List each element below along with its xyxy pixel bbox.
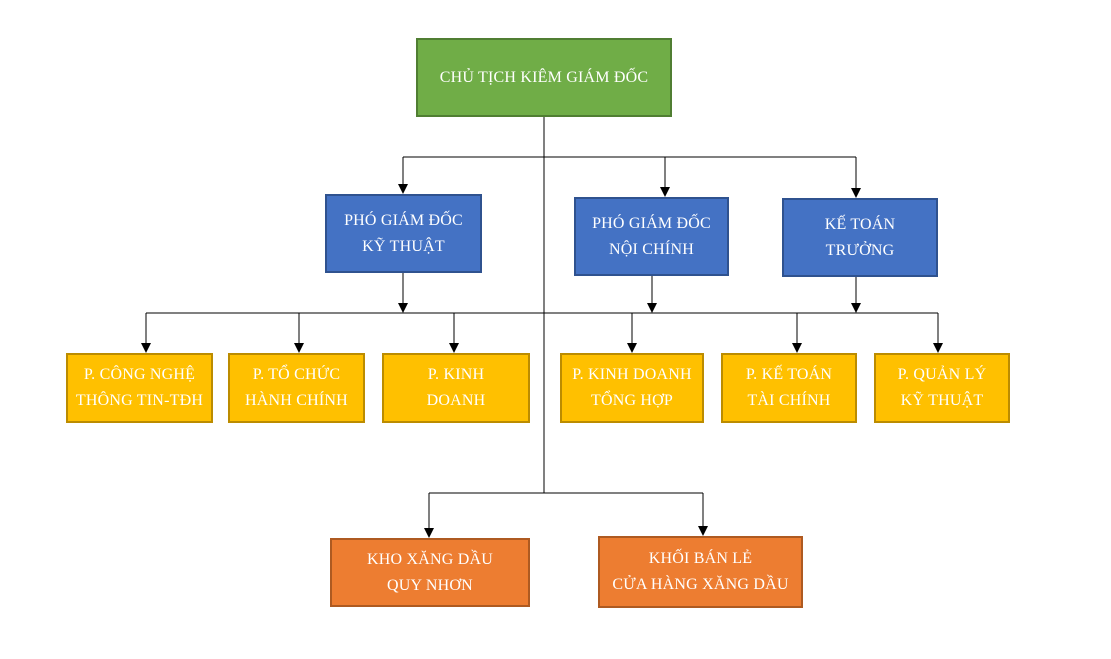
unit-retail-line2: CỬA HÀNG XĂNG DẦU [612,576,789,593]
chief-accountant-line1: KẾ TOÁN [824,215,896,233]
dept-general-business-box: P. KINH DOANH TỔNG HỢP [560,353,704,423]
dept-business-line2: DOANH [426,392,486,409]
dept-techmgmt-line1: P. QUẢN LÝ [897,366,987,383]
deputy-technical-line1: PHÓ GIÁM ĐỐC [344,211,463,229]
dept-business-box: P. KINH DOANH [382,353,530,423]
dept-organization-admin-box: P. TỔ CHỨC HÀNH CHÍNH [228,353,365,423]
dept-finance-line1: P. KẾ TOÁN [745,366,833,383]
dept-org-line1: P. TỔ CHỨC [252,366,341,383]
deputy-technical-line2: KỸ THUẬT [362,237,445,255]
chairman-director-label: CHỦ TỊCH KIÊM GIÁM ĐỐC [439,68,649,86]
dept-business-line1: P. KINH [427,366,485,383]
dept-general-line2: TỔNG HỢP [590,392,674,409]
unit-fuel-depot-box: KHO XĂNG DẦU QUY NHƠN [330,538,530,607]
dept-org-line2: HÀNH CHÍNH [245,392,348,409]
chief-accountant-box: KẾ TOÁN TRƯỞNG [782,198,938,277]
deputy-director-internal-box: PHÓ GIÁM ĐỐC NỘI CHÍNH [574,197,729,276]
deputy-internal-line2: NỘI CHÍNH [609,240,694,258]
chief-accountant-line2: TRƯỞNG [825,241,895,259]
dept-it-line2: THÔNG TIN-TĐH [75,392,204,409]
dept-technical-management-box: P. QUẢN LÝ KỸ THUẬT [874,353,1010,423]
dept-it-line1: P. CÔNG NGHỆ [83,366,196,383]
dept-finance-line2: TÀI CHÍNH [747,392,831,409]
unit-depot-line2: QUY NHƠN [387,576,473,594]
chairman-director-box: CHỦ TỊCH KIÊM GIÁM ĐỐC [416,38,672,117]
deputy-internal-line1: PHÓ GIÁM ĐỐC [592,214,711,232]
unit-depot-line1: KHO XĂNG DẦU [367,550,493,568]
dept-general-line1: P. KINH DOANH [572,366,692,383]
unit-retail-stations-box: KHỐI BÁN LẺ CỬA HÀNG XĂNG DẦU [598,536,803,608]
deputy-director-technical-box: PHÓ GIÁM ĐỐC KỸ THUẬT [325,194,482,273]
dept-techmgmt-line2: KỸ THUẬT [900,392,984,409]
dept-finance-accounting-box: P. KẾ TOÁN TÀI CHÍNH [721,353,857,423]
unit-retail-line1: KHỐI BÁN LẺ [648,550,753,567]
dept-it-automation-box: P. CÔNG NGHỆ THÔNG TIN-TĐH [66,353,213,423]
